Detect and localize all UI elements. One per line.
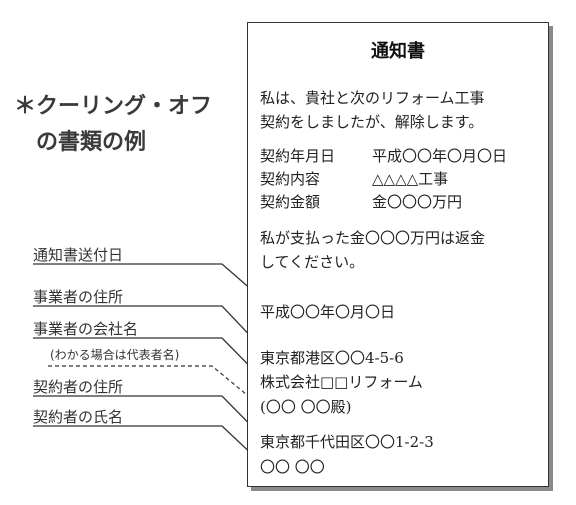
notice-send-date: 平成〇〇年〇月〇日 — [260, 303, 396, 321]
connector-send-date — [33, 263, 277, 312]
notice-title: 通知書 — [371, 41, 425, 62]
label-business-company-note: (わかる場合は代表者名) — [50, 348, 180, 362]
notice-business-company: 株式会社□□リフォーム — [260, 373, 423, 391]
contract-content-label: 契約内容 — [260, 170, 321, 188]
contract-amount-value: 金〇〇〇万円 — [372, 193, 463, 211]
refund-line-1: 私が支払った金〇〇〇万円は返金 — [260, 229, 486, 247]
label-business-company: 事業者の会社名 — [33, 320, 139, 338]
label-business-address: 事業者の住所 — [33, 288, 124, 306]
label-contractor-name: 契約者の氏名 — [33, 408, 124, 426]
notice-document: 通知書 私は、貴社と次のリフォーム工事 契約をしましたが、解除します。 契約年月… — [247, 22, 549, 487]
refund-line-2: してください。 — [260, 253, 365, 271]
connector-contractor-name — [33, 425, 277, 478]
heading-line-1: ＊クーリング・オフ — [14, 94, 213, 119]
contract-date-label: 契約年月日 — [260, 147, 336, 165]
notice-business-address: 東京都港区〇〇4-5-6 — [260, 349, 404, 367]
contract-date-value: 平成〇〇年〇月〇日 — [372, 147, 508, 165]
notice-contractor-name: 〇〇 〇〇 — [260, 458, 325, 476]
connector-business-address — [33, 305, 277, 364]
notice-contractor-address: 東京都千代田区〇〇1-2-3 — [260, 433, 434, 451]
heading-line-2: の書類の例 — [36, 130, 147, 155]
label-contractor-address: 契約者の住所 — [33, 378, 124, 396]
label-send-date: 通知書送付日 — [33, 246, 124, 264]
notice-business-representative: (〇〇 〇〇殿) — [260, 398, 352, 416]
notice-body-line-2: 契約をしましたが、解除します。 — [260, 113, 484, 131]
connector-representative-dashed — [48, 365, 277, 420]
contract-content-value: △△△△工事 — [372, 170, 449, 188]
notice-body-line-1: 私は、貴社と次のリフォーム工事 — [260, 89, 485, 107]
contract-amount-label: 契約金額 — [260, 193, 321, 211]
